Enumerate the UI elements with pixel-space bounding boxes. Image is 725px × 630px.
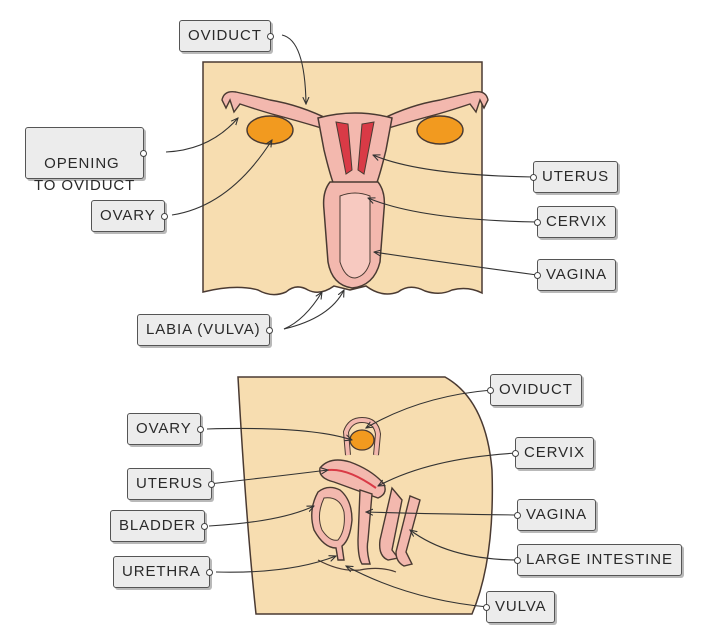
- label-ovary-side: OVARY: [127, 413, 204, 445]
- label-uterus-top-text: UTERUS: [542, 168, 610, 185]
- pointer-dot: [530, 173, 537, 181]
- front-view: [202, 61, 489, 296]
- label-vagina-side-text: VAGINA: [526, 506, 587, 523]
- left-oviduct-tube: [221, 90, 331, 131]
- label-vagina-side: VAGINA: [514, 499, 596, 531]
- pointer-dot: [534, 271, 541, 279]
- uterus-body: [317, 112, 393, 201]
- side-vagina: [357, 489, 373, 565]
- label-ovary-side-text: OVARY: [136, 420, 192, 437]
- label-bladder: BLADDER: [110, 510, 209, 542]
- label-vulva: VULVA: [483, 591, 556, 623]
- uterus-lining: [335, 121, 353, 175]
- label-uterus-top: UTERUS: [530, 161, 619, 193]
- pointer-dot: [514, 511, 521, 519]
- pointer-dot: [483, 603, 490, 611]
- label-bladder-text: BLADDER: [119, 517, 197, 534]
- pointer-lines: [165, 34, 538, 608]
- pointer-dot: [534, 218, 541, 226]
- label-vulva-text: VULVA: [495, 598, 547, 615]
- pointer-dot: [140, 149, 148, 157]
- right-oviduct-tube: [379, 90, 489, 131]
- label-cervix-top: CERVIX: [534, 206, 616, 238]
- left-ovary: [246, 115, 294, 145]
- label-oviduct-top-text: OVIDUCT: [188, 27, 262, 44]
- label-labia-text: LABIA (VULVA): [146, 321, 261, 338]
- label-vagina-top: VAGINA: [534, 259, 616, 291]
- label-labia: LABIA (VULVA): [137, 314, 273, 346]
- label-oviduct-top: OVIDUCT: [179, 20, 274, 52]
- side-large-intestine: [378, 486, 403, 561]
- right-ovary: [416, 115, 464, 145]
- uterus-lining-right: [357, 121, 375, 175]
- label-oviduct-side-text: OVIDUCT: [499, 381, 573, 398]
- pointer-dot: [266, 32, 274, 40]
- pointer-dot: [512, 449, 519, 457]
- label-urethra-text: URETHRA: [122, 563, 201, 580]
- side-view: [237, 376, 494, 615]
- label-opening-to-oviduct-text: OPENING TO OVIDUCT: [34, 155, 136, 194]
- pointer-dot: [514, 556, 521, 564]
- pointer-dot: [160, 212, 168, 220]
- label-cervix-side: CERVIX: [512, 437, 594, 469]
- pointer-dot: [196, 425, 204, 433]
- label-ovary-top-text: OVARY: [100, 207, 156, 224]
- pointer-dot: [265, 326, 273, 334]
- vagina-inner: [339, 192, 371, 279]
- pointer-dot: [201, 522, 209, 530]
- label-ovary-top: OVARY: [91, 200, 168, 232]
- label-cervix-side-text: CERVIX: [524, 444, 585, 461]
- pointer-dot: [208, 480, 216, 488]
- label-large-intestine: LARGE INTESTINE: [514, 544, 682, 576]
- pointer-dot: [487, 386, 494, 394]
- label-oviduct-side: OVIDUCT: [487, 374, 582, 406]
- pointer-dot: [205, 568, 213, 576]
- label-urethra: URETHRA: [113, 556, 213, 588]
- side-ovary: [349, 429, 375, 451]
- label-vagina-top-text: VAGINA: [546, 266, 607, 283]
- label-opening-to-oviduct: OPENING TO OVIDUCT: [25, 127, 148, 194]
- label-uterus-side-text: UTERUS: [136, 475, 204, 492]
- label-large-intestine-text: LARGE INTESTINE: [526, 551, 673, 568]
- label-cervix-top-text: CERVIX: [546, 213, 607, 230]
- label-uterus-side: UTERUS: [127, 468, 216, 500]
